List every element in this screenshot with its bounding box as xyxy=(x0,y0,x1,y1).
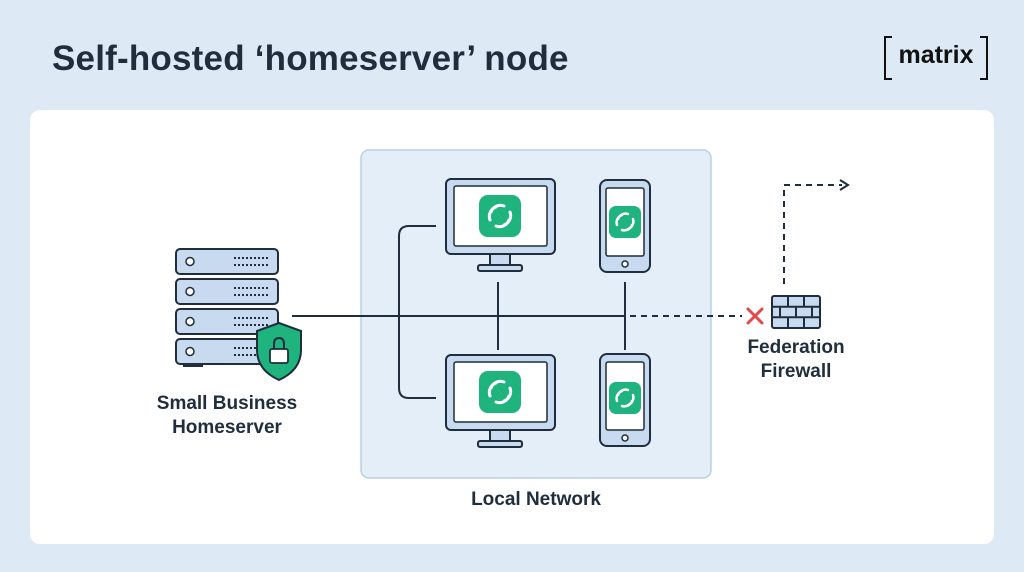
desktop-monitor-icon xyxy=(445,354,556,448)
firewall-label-line: Firewall xyxy=(760,361,832,382)
firewall-label-line: Federation xyxy=(747,337,845,358)
blocked-x-icon xyxy=(746,307,764,325)
connection-lines xyxy=(292,225,626,399)
smartphone-icon xyxy=(599,179,651,273)
firewall-label: Federation Firewall xyxy=(716,336,876,384)
element-app-icon xyxy=(477,369,523,415)
logo-right-bracket xyxy=(980,36,988,80)
brick-firewall-icon xyxy=(771,295,821,329)
page-title: Self-hosted ‘homeserver’ node xyxy=(52,39,569,78)
element-app-icon xyxy=(607,204,643,240)
server-label-line: Homeserver xyxy=(172,417,282,438)
shield-lock-icon xyxy=(256,321,302,382)
matrix-logo: matrix xyxy=(884,36,988,80)
element-app-icon xyxy=(607,380,643,416)
logo-text: matrix xyxy=(898,41,974,69)
server-label-line: Small Business xyxy=(156,393,298,414)
desktop-monitor-icon xyxy=(445,178,556,272)
arrow-tip-icon xyxy=(839,179,850,191)
smartphone-icon xyxy=(599,353,651,447)
local-network-label: Local Network xyxy=(471,489,601,510)
server-label: Small Business Homeserver xyxy=(137,392,317,440)
logo-left-bracket xyxy=(884,36,892,80)
server-rack-icon xyxy=(175,248,279,367)
element-app-icon xyxy=(477,193,523,239)
federation-link xyxy=(630,184,842,317)
